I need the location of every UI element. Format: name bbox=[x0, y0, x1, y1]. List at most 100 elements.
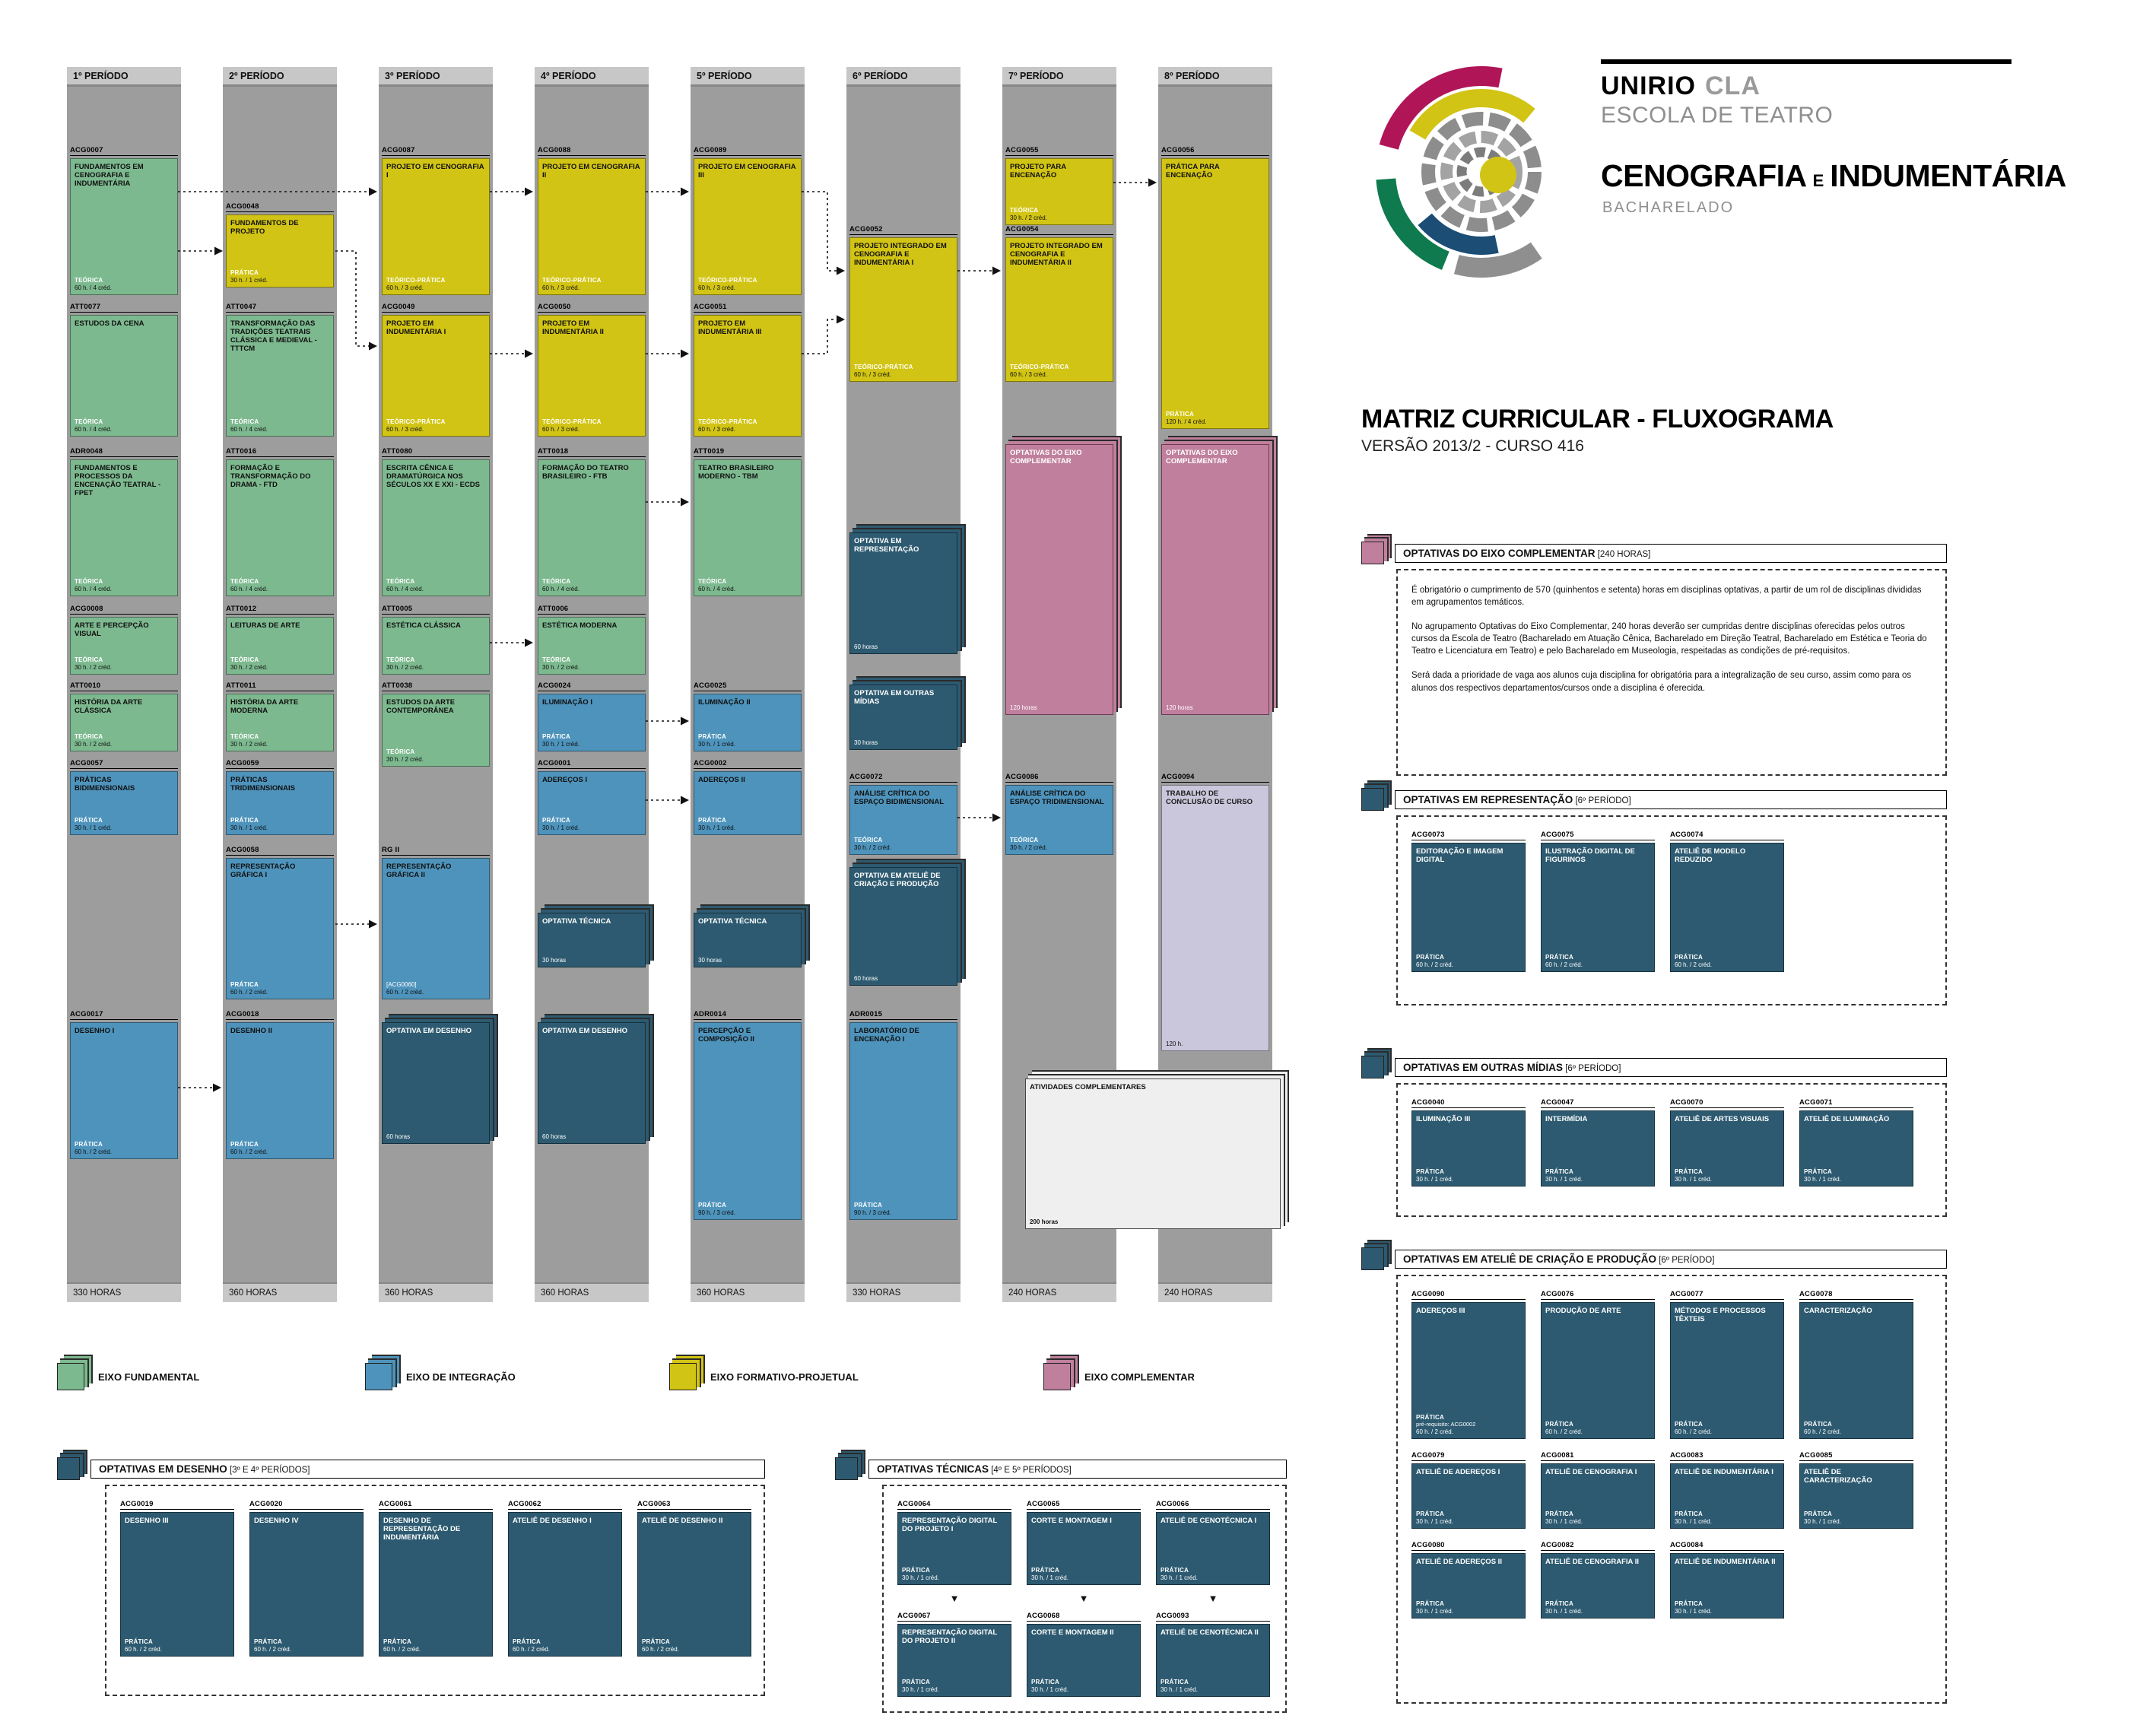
course-hours: 30 h. / 1 créd. bbox=[1675, 1176, 1712, 1183]
course-title: PROJETO INTEGRADO EM CENOGRAFIA E INDUME… bbox=[1010, 242, 1103, 268]
course-type: PRÁTICA bbox=[1675, 954, 1703, 961]
course-code: ACG0081 bbox=[1541, 1451, 1655, 1461]
course-title: DESENHO III bbox=[125, 1517, 169, 1525]
stacked-cards-icon bbox=[1361, 788, 1384, 811]
course-type: TEÓRICO-PRÁTICA bbox=[386, 277, 446, 284]
course-code: ACG0008 bbox=[70, 605, 178, 615]
course-type: PRÁTICA bbox=[542, 733, 570, 740]
course-title: OPTATIVA EM OUTRAS MÍDIAS bbox=[854, 689, 935, 707]
course-code: ACG0071 bbox=[1799, 1098, 1913, 1108]
course-type: PRÁTICA bbox=[1545, 954, 1573, 961]
panel-title: OPTATIVAS EM OUTRAS MÍDIAS [6º PERÍODO] bbox=[1395, 1057, 1947, 1077]
course-hours: 60 h. / 2 créd. bbox=[1804, 1428, 1841, 1435]
course-hours: 30 h. / 1 créd. bbox=[902, 1686, 939, 1693]
course-hours: 30 h. / 2 créd. bbox=[542, 664, 579, 671]
course-type: PRÁTICA bbox=[1545, 1168, 1573, 1175]
course-code: ACG0088 bbox=[538, 146, 646, 156]
course-code: ACG0083 bbox=[1670, 1451, 1784, 1461]
course-code: ATT0019 bbox=[694, 447, 802, 457]
panel-paragraph: No agrupamento Optativas do Eixo Complem… bbox=[1411, 622, 1927, 656]
course-code: ACG0082 bbox=[1541, 1541, 1655, 1551]
legend-item: EIXO FORMATIVO-PROJETUAL bbox=[669, 1363, 859, 1390]
course-hours: 60 horas bbox=[854, 643, 878, 650]
course-meta: 60 horas bbox=[850, 643, 957, 653]
course-hours: 60 h. / 2 créd. bbox=[513, 1646, 550, 1653]
course-title: ATIVIDADES COMPLEMENTARES bbox=[1030, 1083, 1146, 1091]
course-type: TEÓRICA bbox=[75, 277, 103, 284]
course-code: ACG0087 bbox=[382, 146, 490, 156]
course-code: ACG0056 bbox=[1161, 146, 1269, 156]
course-box: ANÁLISE CRÍTICA DO ESPAÇO TRIDIMENSIONAL… bbox=[1005, 785, 1113, 855]
course-hours: 60 h. / 2 créd. bbox=[1545, 961, 1583, 968]
course-hours: 60 h. / 3 créd. bbox=[698, 284, 735, 291]
course-title: ATELIÊ DE ARTES VISUAIS bbox=[1675, 1115, 1770, 1123]
course-hours: 30 h. / 1 créd. bbox=[1031, 1686, 1068, 1693]
course-code: ACG0078 bbox=[1799, 1290, 1913, 1300]
period-header: 6º PERÍODO bbox=[846, 67, 961, 87]
course-title: OPTATIVA TÉCNICA bbox=[542, 917, 611, 926]
course-title: ILUMINAÇÃO III bbox=[1416, 1115, 1471, 1123]
course-code: ACG0067 bbox=[897, 1612, 1011, 1622]
stacked-cards-icon bbox=[835, 1457, 858, 1480]
course-meta: 30 horas bbox=[694, 956, 801, 967]
course-name-part2: INDUMENTÁRIA bbox=[1830, 158, 2066, 193]
course-hours: 30 h. / 2 créd. bbox=[230, 741, 268, 748]
panel-body: É obrigatório o cumprimento de 570 (quin… bbox=[1396, 569, 1947, 776]
panel-title: OPTATIVAS TÉCNICAS [4º E 5º PERÍODOS] bbox=[868, 1459, 1287, 1479]
course-type: PRÁTICA bbox=[230, 981, 259, 988]
course-code: ACG0040 bbox=[1411, 1098, 1526, 1108]
period-header: 5º PERÍODO bbox=[691, 67, 805, 87]
course-title: OPTATIVA TÉCNICA bbox=[698, 917, 767, 926]
course-title: FUNDAMENTOS DE PROJETO bbox=[230, 219, 299, 237]
degree-label: BACHARELADO bbox=[1602, 199, 1735, 216]
course-title: ATELIÊ DE CENOTÉCNICA I bbox=[1161, 1517, 1257, 1525]
course-code: ACG0080 bbox=[1411, 1541, 1526, 1551]
course-title: EDITORAÇÃO E IMAGEM DIGITAL bbox=[1416, 847, 1503, 865]
course-type: TEÓRICA bbox=[698, 578, 727, 585]
course-type: TEÓRICA bbox=[230, 656, 259, 663]
course-hours: 60 h. / 3 créd. bbox=[542, 426, 579, 433]
course-box: TRANSFORMAÇÃO DAS TRADIÇÕES TEATRAIS CLÁ… bbox=[226, 315, 334, 437]
course-hours: 60 h. / 3 créd. bbox=[386, 426, 424, 433]
course-hours: 30 h. / 1 créd. bbox=[1161, 1574, 1198, 1581]
course-type: TEÓRICA bbox=[542, 656, 571, 663]
course-hours: 30 h. / 1 créd. bbox=[1675, 1518, 1712, 1525]
legend-swatch-icon bbox=[1043, 1363, 1071, 1390]
course-hours: 60 horas bbox=[542, 1133, 567, 1140]
